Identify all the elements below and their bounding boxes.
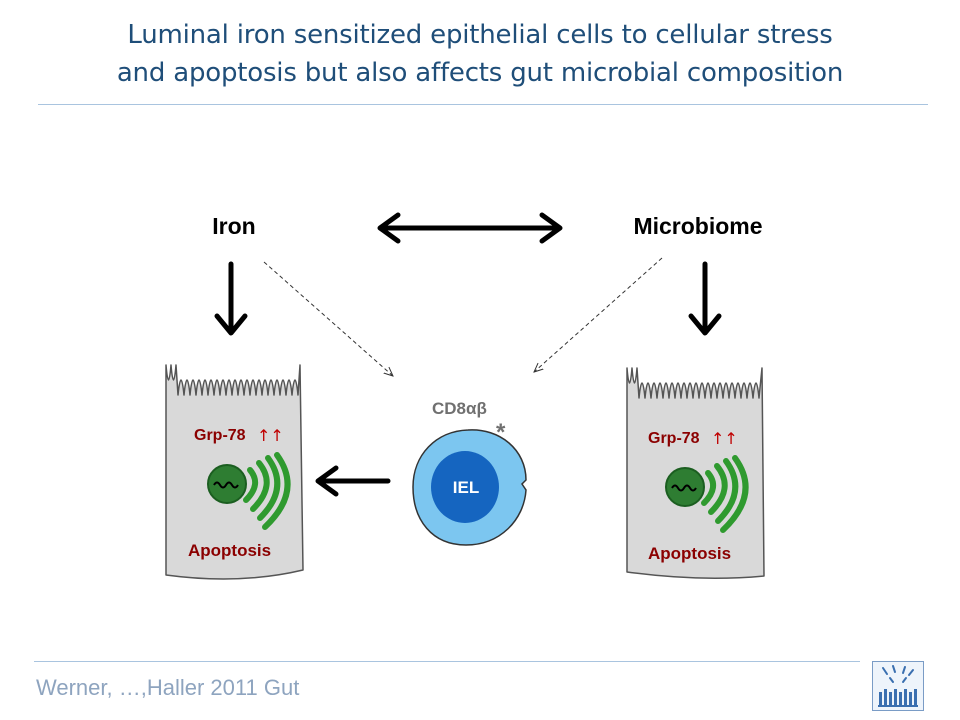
arrow-down-right-icon <box>688 261 722 336</box>
left-apoptosis-label: Apoptosis <box>188 541 271 560</box>
right-grp78-label: Grp-78 <box>648 430 700 447</box>
arrow-down-left-icon <box>214 261 248 336</box>
iel-label: IEL <box>453 478 479 497</box>
asterisk-mark: * <box>496 419 506 446</box>
slide-title: Luminal iron sensitized epithelial cells… <box>0 16 960 92</box>
cd8ab-label: CD8αβ <box>432 399 487 418</box>
right-er-icon <box>701 455 749 533</box>
right-epithelial-cell: Grp-78 ↑↑ Apoptosis <box>626 367 765 579</box>
right-grp78-arrows: ↑↑ <box>711 429 738 448</box>
footer-divider <box>34 661 860 662</box>
title-divider <box>38 104 928 105</box>
arrow-left-icon <box>315 465 391 497</box>
dashed-arrow-iron-to-iel <box>263 261 393 376</box>
left-epithelial-cell: Grp-78 ↑↑ Apoptosis <box>165 364 304 580</box>
crypt-logo-icon <box>872 661 924 711</box>
iel-cell: IEL CD8αβ * <box>412 399 527 546</box>
right-apoptosis-label: Apoptosis <box>648 544 731 563</box>
microbiome-label: Microbiome <box>633 213 762 239</box>
title-line-2: and apoptosis but also affects gut micro… <box>116 58 844 88</box>
left-grp78-label: Grp-78 <box>194 427 246 444</box>
left-grp78-arrows: ↑↑ <box>257 426 284 445</box>
iron-label: Iron <box>212 213 255 239</box>
left-er-icon <box>243 452 291 530</box>
right-nucleus-icon <box>665 467 705 507</box>
dashed-arrow-microbiome-to-iel <box>534 257 663 372</box>
double-arrow-icon <box>377 212 563 244</box>
left-nucleus-icon <box>207 464 247 504</box>
title-line-1: Luminal iron sensitized epithelial cells… <box>127 20 833 50</box>
citation: Werner, …,Haller 2011 Gut <box>36 675 300 700</box>
